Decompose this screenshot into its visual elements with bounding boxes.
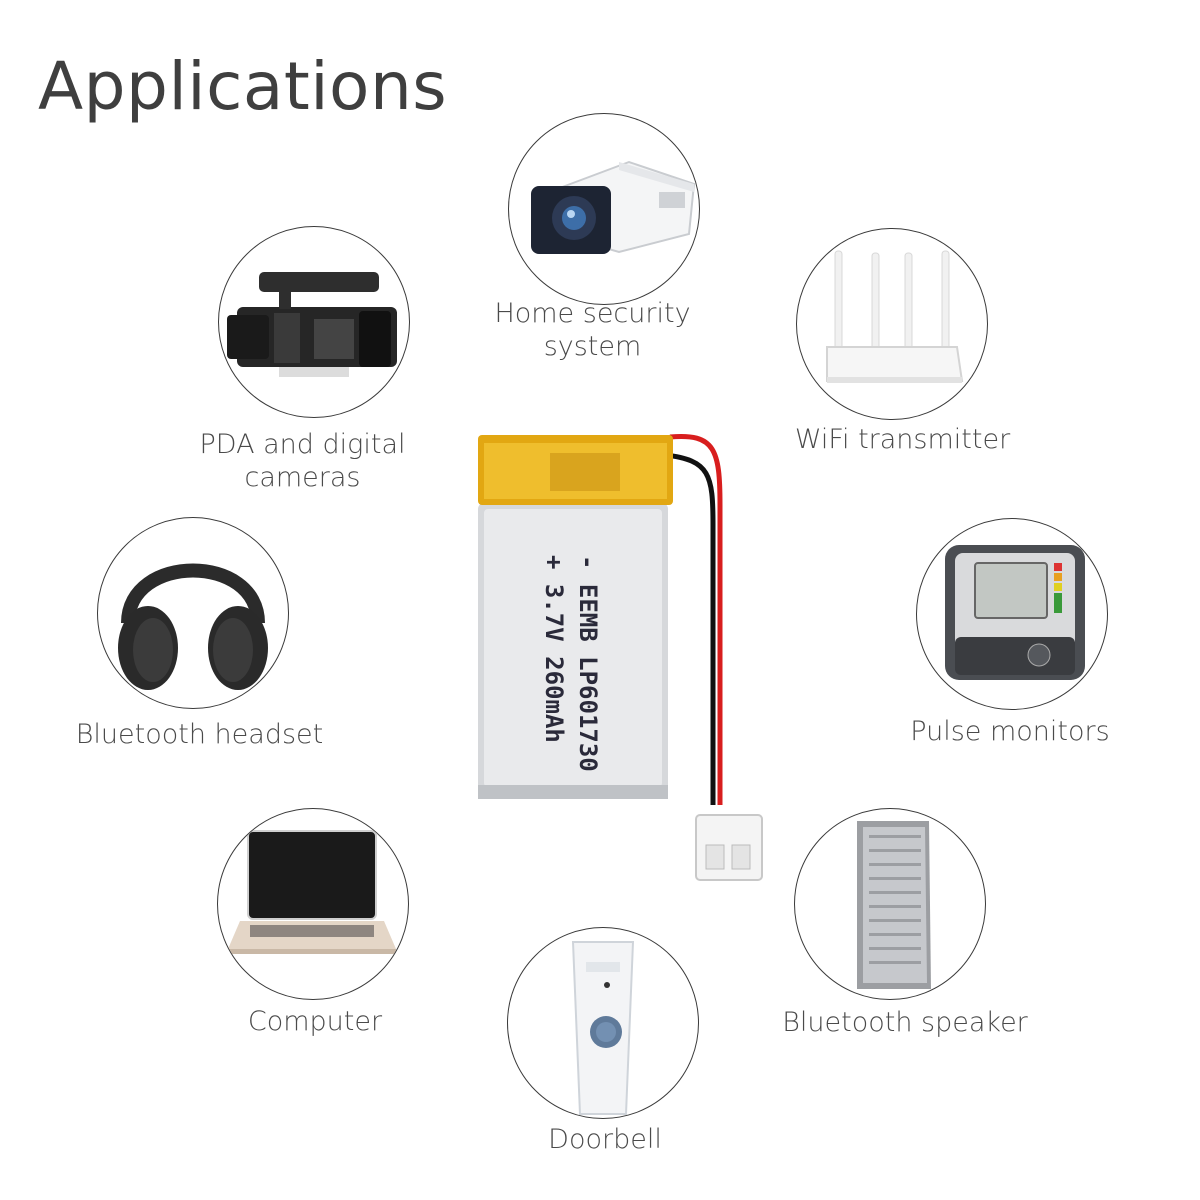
headset-image — [97, 517, 289, 709]
laptop-icon — [228, 830, 396, 954]
page-title: Applications — [38, 48, 448, 125]
battery-label-line2: + 3.7V 260mAh — [540, 555, 568, 743]
label-headset: Bluetooth headset — [75, 719, 324, 750]
label-doorbell: Doorbell — [548, 1124, 662, 1155]
blood-pressure-monitor-icon — [945, 545, 1085, 680]
label-wifi: WiFi transmitter — [794, 424, 1011, 455]
security-camera-image — [508, 113, 700, 305]
doorbell-icon — [571, 941, 635, 1115]
router-icon — [826, 250, 964, 383]
label-speaker: Bluetooth speaker — [782, 1007, 1028, 1038]
label-camera: PDA and digital cameras — [199, 429, 406, 493]
wifi-router-image — [796, 228, 988, 420]
label-computer: Computer — [247, 1006, 383, 1037]
camcorder-image — [218, 226, 410, 418]
doorbell-image — [507, 927, 699, 1119]
lipo-battery-image: - EEMB LP601730 + 3.7V 260mAh — [470, 425, 770, 895]
pulse-monitor-image — [916, 518, 1108, 710]
speaker-icon — [857, 821, 931, 989]
label-pulse: Pulse monitors — [910, 716, 1110, 747]
battery-icon: - EEMB LP601730 + 3.7V 260mAh — [478, 433, 763, 881]
camcorder-icon — [227, 272, 397, 377]
headphones-icon — [118, 563, 268, 690]
label-security: Home security system — [494, 298, 691, 362]
laptop-image — [217, 808, 409, 1000]
security-camera-icon — [531, 160, 696, 254]
speaker-image — [794, 808, 986, 1000]
battery-label-line1: - EEMB LP601730 — [574, 555, 602, 772]
